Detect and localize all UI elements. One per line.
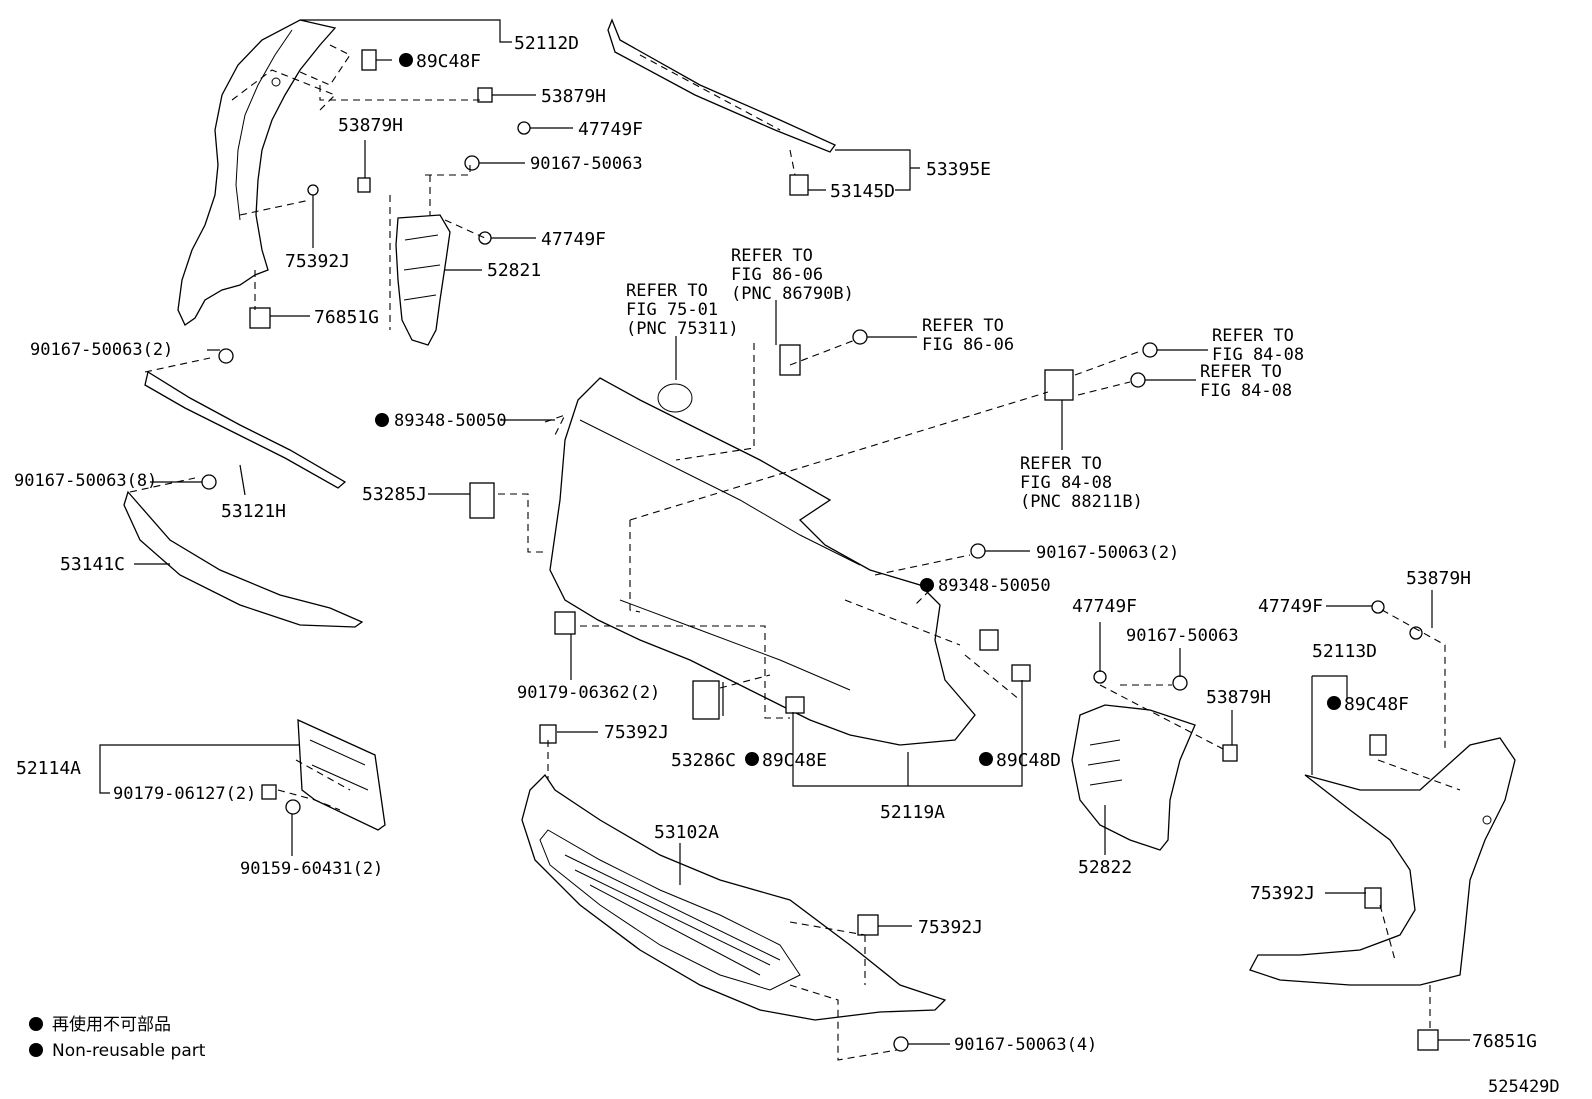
refer-line: FIG 86-06 [922, 335, 1014, 355]
label-89C48D: 89C48D [996, 750, 1061, 771]
label-53879H: 53879H [1406, 568, 1471, 589]
label-52114A: 52114A [16, 758, 81, 779]
refer-line: FIG 86-06 [731, 265, 823, 285]
upper-strip-53395E [607, 18, 836, 153]
part-labels: 52112D 89C48F 53879H 47749F 53879H 90167… [14, 33, 1560, 1097]
refer-line: REFER TO [1020, 454, 1102, 474]
label-89C48F: 89C48F [416, 51, 481, 72]
legend-text-en: Non-reusable part [52, 1041, 206, 1061]
label-75392J: 75392J [604, 722, 669, 743]
refer-line: FIG 84-08 [1200, 381, 1292, 401]
license-bracket-52114A [297, 718, 386, 831]
label-90167-50063-2: 90167-50063(2) [1036, 543, 1179, 563]
lower-strip-53141C [123, 490, 364, 628]
label-76851G: 76851G [314, 307, 379, 328]
label-89C48F: 89C48F [1344, 694, 1409, 715]
label-53285J: 53285J [362, 484, 427, 505]
label-53395E: 53395E [926, 159, 991, 180]
non-reusable-dot [1327, 696, 1341, 710]
label-75392J: 75392J [918, 917, 983, 938]
label-89348-50050: 89348-50050 [938, 576, 1051, 596]
label-53879H: 53879H [338, 115, 403, 136]
label-47749F: 47749F [1072, 596, 1137, 617]
fender-liner-right [1249, 737, 1516, 986]
leader-lines [99, 19, 1470, 1045]
label-90179-06362-2: 90179-06362(2) [517, 683, 660, 703]
label-76851G: 76851G [1472, 1031, 1537, 1052]
label-52113D: 52113D [1312, 641, 1377, 662]
refer-line: FIG 75-01 [626, 300, 718, 320]
non-reusable-dot [920, 578, 934, 592]
refer-notes: REFER TO FIG 75-01 (PNC 75311) REFER TO … [626, 246, 1304, 512]
refer-line: REFER TO [1212, 326, 1294, 346]
label-52822: 52822 [1078, 857, 1132, 878]
non-reusable-dot [979, 752, 993, 766]
label-52821: 52821 [487, 260, 541, 281]
non-reusable-dot [399, 53, 413, 67]
non-reusable-dot [375, 413, 389, 427]
label-89348-50050: 89348-50050 [394, 411, 507, 431]
bracket-52821 [395, 214, 451, 346]
refer-line: REFER TO [1200, 362, 1282, 382]
fender-liner-left [177, 19, 337, 326]
label-90159-60431-2: 90159-60431(2) [240, 859, 383, 879]
small-fasteners [201, 49, 1439, 1052]
bracket-52822 [1071, 704, 1196, 851]
refer-line: (PNC 88211B) [1020, 492, 1143, 512]
label-90167-50063-8: 90167-50063(8) [14, 471, 157, 491]
bumper-cover-52119A [549, 377, 976, 746]
refer-line: REFER TO [922, 316, 1004, 336]
label-47749F: 47749F [578, 119, 643, 140]
label-90167-50063-4: 90167-50063(4) [954, 1035, 1097, 1055]
label-53286C: 53286C [671, 750, 736, 771]
legend-text-jp: 再使用不可部品 [52, 1014, 171, 1035]
label-53141C: 53141C [60, 554, 125, 575]
label-47749F: 47749F [541, 229, 606, 250]
label-52112D: 52112D [514, 33, 579, 54]
label-53102A: 53102A [654, 822, 719, 843]
label-90167-50063: 90167-50063 [530, 154, 643, 174]
dashed-lines [129, 44, 1461, 1061]
legend: 再使用不可部品 Non-reusable part [29, 1014, 206, 1061]
refer-line: FIG 84-08 [1020, 473, 1112, 493]
strip-53121H [144, 370, 347, 489]
label-47749F: 47749F [1258, 596, 1323, 617]
label-52119A: 52119A [880, 802, 945, 823]
diagram-id: 525429D [1488, 1077, 1560, 1097]
legend-dot [29, 1043, 43, 1057]
legend-dot [29, 1017, 43, 1031]
label-75392J: 75392J [285, 251, 350, 272]
lower-grille-53102A [521, 773, 947, 1021]
refer-line: (PNC 86790B) [731, 284, 854, 304]
label-90167-50063: 90167-50063 [1126, 626, 1239, 646]
refer-line: (PNC 75311) [626, 319, 739, 339]
label-53121H: 53121H [221, 501, 286, 522]
label-75392J: 75392J [1250, 883, 1315, 904]
label-53145D: 53145D [830, 181, 895, 202]
label-53879H: 53879H [1206, 687, 1271, 708]
label-89C48E: 89C48E [762, 750, 827, 771]
label-90179-06127-2: 90179-06127(2) [113, 784, 256, 804]
refer-line: REFER TO [626, 281, 708, 301]
label-53879H: 53879H [541, 86, 606, 107]
refer-line: REFER TO [731, 246, 813, 266]
non-reusable-markers [375, 53, 1341, 766]
refer-line: FIG 84-08 [1212, 345, 1304, 365]
non-reusable-dot [745, 752, 759, 766]
label-90167-50063-2: 90167-50063(2) [30, 340, 173, 360]
